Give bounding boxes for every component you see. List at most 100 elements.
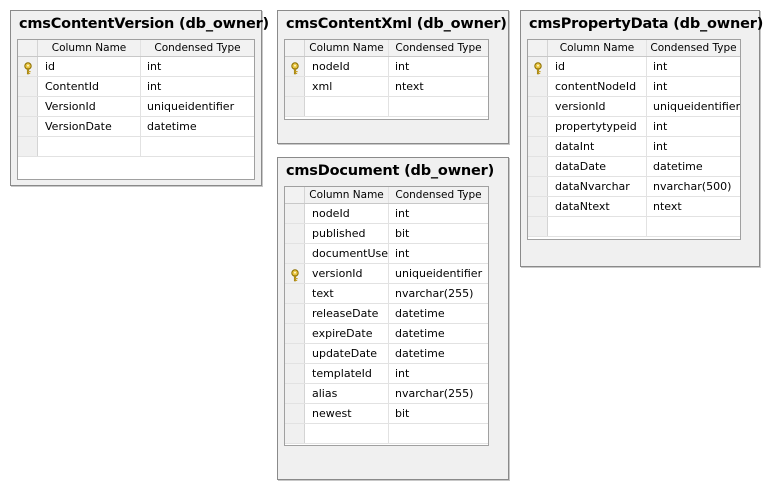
condensed-type-cell[interactable]: ntext — [653, 200, 682, 213]
row-selector[interactable] — [285, 204, 305, 223]
condensed-type-cell[interactable]: int — [147, 80, 162, 93]
table-row[interactable]: releaseDate datetime — [285, 304, 488, 324]
column-name-cell[interactable] — [305, 97, 389, 116]
condensed-type-cell[interactable]: nvarchar(255) — [395, 287, 474, 300]
table-row[interactable]: expireDate datetime — [285, 324, 488, 344]
column-name-cell[interactable]: templateId — [305, 364, 389, 383]
column-name-cell[interactable]: alias — [305, 384, 389, 403]
table-row[interactable]: ContentId int — [18, 77, 254, 97]
row-selector[interactable] — [18, 97, 38, 116]
table-row[interactable]: VersionDate datetime — [18, 117, 254, 137]
row-selector[interactable] — [285, 224, 305, 243]
column-name-cell[interactable]: dataNtext — [548, 197, 647, 216]
column-name-cell[interactable]: versionId — [305, 264, 389, 283]
table-row[interactable]: nodeId int — [285, 204, 488, 224]
condensed-type-cell[interactable]: int — [147, 60, 162, 73]
table-row[interactable]: versionId uniqueidentifier — [528, 97, 740, 117]
condensed-type-cell[interactable]: datetime — [395, 307, 445, 320]
condensed-type-cell[interactable]: int — [395, 60, 410, 73]
table-row[interactable] — [528, 217, 740, 237]
row-selector[interactable] — [285, 57, 305, 76]
row-selector[interactable] — [528, 197, 548, 216]
column-name-cell[interactable]: nodeId — [305, 57, 389, 76]
condensed-type-cell[interactable]: nvarchar(255) — [395, 387, 474, 400]
table-row[interactable]: dataNvarchar nvarchar(500) — [528, 177, 740, 197]
row-selector[interactable] — [528, 217, 548, 236]
table-row[interactable]: xml ntext — [285, 77, 488, 97]
condensed-type-cell[interactable]: uniqueidentifier — [395, 267, 483, 280]
condensed-type-cell[interactable] — [389, 97, 488, 116]
condensed-type-cell[interactable]: int — [395, 207, 410, 220]
column-name-cell[interactable]: nodeId — [305, 204, 389, 223]
condensed-type-cell[interactable] — [141, 137, 254, 156]
column-name-cell[interactable]: ContentId — [38, 77, 141, 96]
table-row[interactable] — [285, 97, 488, 117]
condensed-type-cell[interactable]: datetime — [147, 120, 197, 133]
row-selector[interactable] — [18, 77, 38, 96]
row-selector[interactable] — [528, 137, 548, 156]
column-name-cell[interactable]: VersionDate — [38, 117, 141, 136]
row-selector[interactable] — [285, 284, 305, 303]
row-selector[interactable] — [285, 324, 305, 343]
column-name-cell[interactable]: id — [548, 57, 647, 76]
row-selector[interactable] — [285, 97, 305, 116]
condensed-type-cell[interactable]: bit — [395, 227, 410, 240]
column-name-cell[interactable]: documentUser — [305, 244, 389, 263]
table-row[interactable]: alias nvarchar(255) — [285, 384, 488, 404]
column-name-cell[interactable] — [305, 424, 389, 443]
column-name-cell[interactable]: versionId — [548, 97, 647, 116]
column-name-cell[interactable]: contentNodeId — [548, 77, 647, 96]
table-row[interactable]: propertytypeid int — [528, 117, 740, 137]
column-name-cell[interactable]: updateDate — [305, 344, 389, 363]
row-selector[interactable] — [285, 77, 305, 96]
column-name-cell[interactable]: expireDate — [305, 324, 389, 343]
column-name-cell[interactable]: dataNvarchar — [548, 177, 647, 196]
table-row[interactable]: dataDate datetime — [528, 157, 740, 177]
row-selector[interactable] — [285, 304, 305, 323]
column-name-cell[interactable]: xml — [305, 77, 389, 96]
condensed-type-cell[interactable]: nvarchar(500) — [653, 180, 732, 193]
table-row[interactable]: dataNtext ntext — [528, 197, 740, 217]
column-name-cell[interactable]: newest — [305, 404, 389, 423]
row-selector[interactable] — [285, 244, 305, 263]
table-row[interactable]: templateId int — [285, 364, 488, 384]
row-selector[interactable] — [285, 264, 305, 283]
row-selector[interactable] — [285, 384, 305, 403]
condensed-type-cell[interactable]: int — [653, 60, 668, 73]
condensed-type-cell[interactable]: datetime — [653, 160, 703, 173]
condensed-type-cell[interactable]: int — [653, 140, 668, 153]
row-selector[interactable] — [528, 157, 548, 176]
row-selector[interactable] — [528, 57, 548, 76]
condensed-type-cell[interactable]: datetime — [395, 347, 445, 360]
table-row[interactable]: text nvarchar(255) — [285, 284, 488, 304]
column-name-cell[interactable]: dataDate — [548, 157, 647, 176]
row-selector[interactable] — [285, 404, 305, 423]
table-row[interactable]: updateDate datetime — [285, 344, 488, 364]
row-selector[interactable] — [285, 344, 305, 363]
table-row[interactable]: versionId uniqueidentifier — [285, 264, 488, 284]
column-name-cell[interactable]: releaseDate — [305, 304, 389, 323]
condensed-type-cell[interactable]: datetime — [395, 327, 445, 340]
row-selector[interactable] — [18, 137, 38, 156]
condensed-type-cell[interactable]: ntext — [395, 80, 424, 93]
condensed-type-cell[interactable]: uniqueidentifier — [653, 100, 740, 113]
table-row[interactable]: dataInt int — [528, 137, 740, 157]
row-selector[interactable] — [528, 97, 548, 116]
table-cmscontentversion[interactable]: cmsContentVersion (db_owner) Column Name… — [10, 10, 269, 186]
condensed-type-cell[interactable]: int — [395, 367, 410, 380]
column-name-cell[interactable]: dataInt — [548, 137, 647, 156]
column-name-cell[interactable]: propertytypeid — [548, 117, 647, 136]
column-name-cell[interactable]: text — [305, 284, 389, 303]
row-selector[interactable] — [285, 364, 305, 383]
condensed-type-cell[interactable]: uniqueidentifier — [147, 100, 235, 113]
condensed-type-cell[interactable]: int — [653, 120, 668, 133]
column-name-cell[interactable] — [548, 217, 647, 236]
